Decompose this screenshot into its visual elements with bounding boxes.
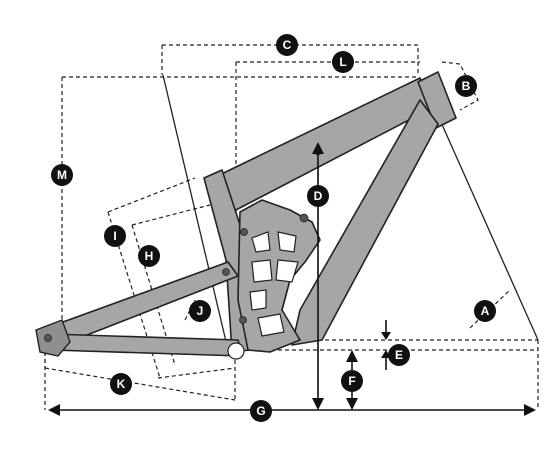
svg-text:H: H bbox=[145, 249, 154, 263]
guide-i-top bbox=[107, 177, 196, 213]
svg-text:B: B bbox=[462, 79, 471, 93]
svg-text:C: C bbox=[283, 38, 292, 52]
svg-text:E: E bbox=[395, 348, 403, 362]
guide-j bbox=[184, 299, 196, 321]
svg-text:J: J bbox=[197, 304, 204, 318]
badge-d: D bbox=[307, 185, 329, 207]
rocker-cutouts bbox=[249, 231, 299, 337]
svg-text:L: L bbox=[339, 55, 346, 69]
down-tube bbox=[291, 99, 439, 346]
badge-e: E bbox=[388, 344, 410, 366]
badge-h: H bbox=[138, 245, 160, 267]
arrowhead-g-left bbox=[48, 404, 60, 416]
arrowhead-d-top bbox=[312, 142, 324, 154]
badge-f: F bbox=[341, 370, 363, 392]
badge-b: B bbox=[455, 75, 477, 97]
svg-text:D: D bbox=[314, 189, 323, 203]
arrowhead-g-right bbox=[524, 404, 536, 416]
badge-j: J bbox=[189, 300, 211, 322]
badge-c: C bbox=[276, 34, 298, 56]
arrowhead-d-bottom bbox=[312, 398, 324, 410]
svg-text:F: F bbox=[348, 374, 355, 388]
seat-angle-line bbox=[162, 74, 229, 351]
bottom-bracket bbox=[227, 342, 245, 360]
guide-a bbox=[469, 289, 511, 329]
label-badges: C L B M D I H J bbox=[51, 34, 496, 422]
svg-text:I: I bbox=[113, 229, 116, 243]
arrowhead-f-top bbox=[346, 350, 358, 362]
badge-a: A bbox=[474, 300, 496, 322]
guide-c bbox=[162, 44, 419, 75]
badge-l: L bbox=[332, 51, 354, 73]
rear-dropout bbox=[35, 319, 71, 357]
bike-frame bbox=[35, 71, 457, 360]
badge-g: G bbox=[250, 400, 272, 422]
chain-stay bbox=[49, 333, 243, 357]
svg-text:K: K bbox=[117, 377, 126, 391]
angle-lines bbox=[162, 74, 539, 351]
seat-stay bbox=[51, 261, 239, 345]
arrowhead-e-top bbox=[381, 332, 391, 340]
guide-k-bottom bbox=[44, 367, 236, 401]
badge-m: M bbox=[51, 164, 73, 186]
svg-text:M: M bbox=[57, 168, 67, 182]
svg-text:G: G bbox=[256, 404, 265, 418]
svg-text:A: A bbox=[481, 304, 490, 318]
guide-bb-low bbox=[157, 367, 236, 379]
head-angle-line bbox=[439, 119, 539, 341]
badge-i: I bbox=[104, 225, 126, 247]
badge-k: K bbox=[110, 373, 132, 395]
arrowhead-f-bottom bbox=[346, 398, 358, 410]
